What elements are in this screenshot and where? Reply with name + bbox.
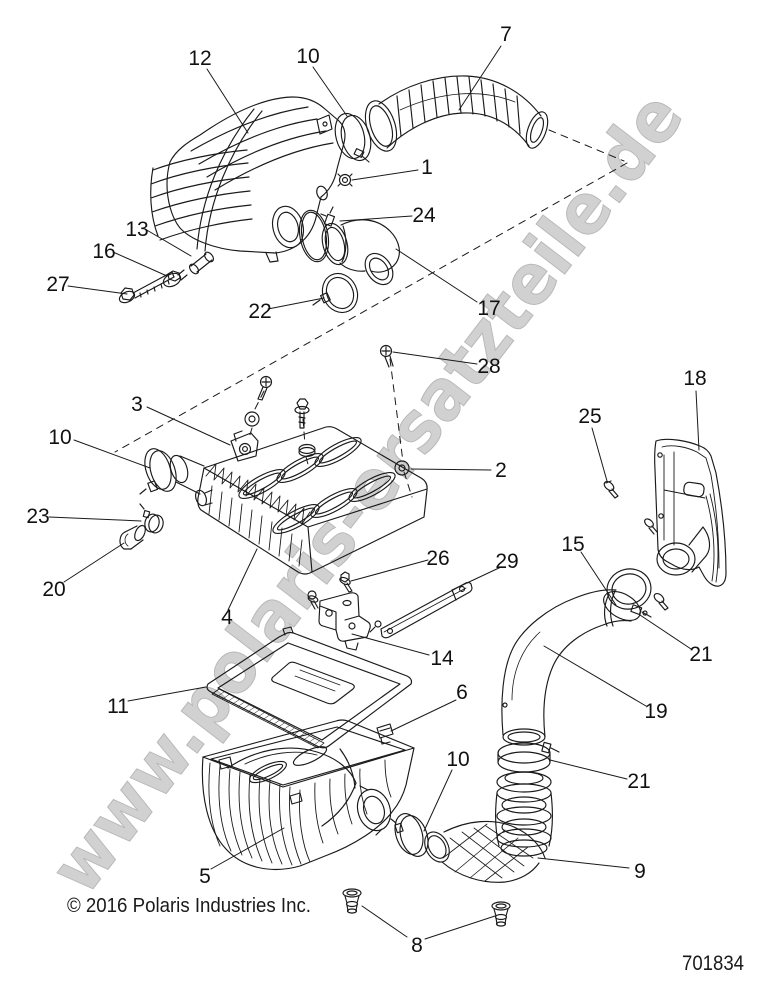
screw-28 — [379, 344, 394, 368]
callout-9: 9 — [634, 860, 646, 883]
airbox-cover — [169, 426, 428, 575]
hex-bolt — [118, 271, 175, 304]
spacer — [188, 251, 215, 275]
watermark: www.polaris-ersatzteile.de — [34, 76, 700, 908]
callout-7: 7 — [500, 23, 512, 46]
cover-screws — [244, 344, 410, 476]
callout-16: 16 — [92, 240, 115, 263]
elbow-hose — [424, 771, 553, 883]
flange-nut — [337, 173, 353, 187]
callout-20: 20 — [42, 578, 65, 601]
callout-11: 11 — [107, 695, 129, 718]
drain-plugs — [342, 888, 511, 927]
washer-2 — [394, 460, 410, 476]
duct-screw-low — [653, 592, 669, 611]
callout-2: 2 — [495, 459, 507, 482]
callout-18: 18 — [683, 367, 706, 390]
hose-clamp-elbow — [312, 272, 359, 314]
breather-plug — [119, 524, 146, 550]
leader-lines — [48, 45, 700, 940]
callout-29: 29 — [495, 550, 518, 573]
callout-22: 22 — [248, 300, 271, 323]
intake-hose — [364, 75, 549, 152]
intake-clamp — [139, 448, 177, 495]
callout-26: 26 — [426, 547, 449, 570]
callout-23: 23 — [26, 505, 49, 528]
copyright-text: © 2016 Polaris Industries Inc. — [67, 895, 311, 917]
hose-clamp-top — [334, 112, 372, 163]
support-brace-29 — [369, 581, 473, 639]
elbow-boot — [321, 219, 400, 286]
callout-14: 14 — [430, 647, 454, 670]
tube-clamp — [606, 568, 652, 618]
cover-vents — [238, 437, 396, 534]
outlet-clamp — [390, 813, 429, 857]
bracket-screw-26 — [339, 571, 353, 593]
air-tube — [501, 589, 641, 746]
callout-10-top: 10 — [296, 45, 319, 68]
drawing-number: 701834 — [682, 952, 744, 975]
intake-duct — [603, 438, 727, 611]
fitting-clamp — [139, 503, 164, 534]
base-outlet-port — [356, 785, 392, 836]
callout-15: 15 — [561, 533, 584, 556]
cover-bracket — [230, 430, 259, 462]
callout-12: 12 — [188, 47, 211, 70]
callout-5: 5 — [199, 865, 211, 888]
duct-screw-25 — [603, 480, 619, 499]
callout-labels: 12 10 7 1 24 17 22 13 16 27 3 10 23 20 4… — [26, 23, 712, 957]
callout-21-mid: 21 — [627, 770, 650, 793]
callout-4: 4 — [221, 606, 233, 629]
callout-3: 3 — [131, 393, 143, 416]
callout-19: 19 — [644, 700, 667, 723]
callout-6: 6 — [456, 681, 468, 704]
duct-screw-mid — [644, 518, 658, 535]
callout-25: 25 — [578, 405, 601, 428]
drain-plug-left — [342, 888, 362, 914]
airbox-cover-assembly — [150, 96, 346, 263]
watermark-text: www.polaris-ersatzteile.de — [34, 77, 699, 908]
callout-10-low: 10 — [446, 748, 469, 771]
callout-28: 28 — [477, 355, 500, 378]
drain-plug-right — [491, 901, 511, 927]
callout-8: 8 — [411, 934, 423, 957]
callout-1: 1 — [421, 156, 433, 179]
bracket-screw-left — [307, 590, 319, 610]
callout-17: 17 — [477, 297, 500, 320]
callout-27: 27 — [46, 273, 69, 296]
air-filter — [206, 626, 413, 749]
airbox-base — [201, 719, 415, 871]
callout-21-top: 21 — [689, 643, 712, 666]
flange-bolt — [162, 269, 188, 288]
band-clamp-lower — [497, 741, 560, 773]
callout-24: 24 — [412, 204, 436, 227]
callout-13: 13 — [125, 218, 148, 241]
cover-latch-6 — [376, 723, 394, 745]
callout-10-mid: 10 — [48, 426, 71, 449]
dashed-guide-lines — [114, 129, 628, 498]
